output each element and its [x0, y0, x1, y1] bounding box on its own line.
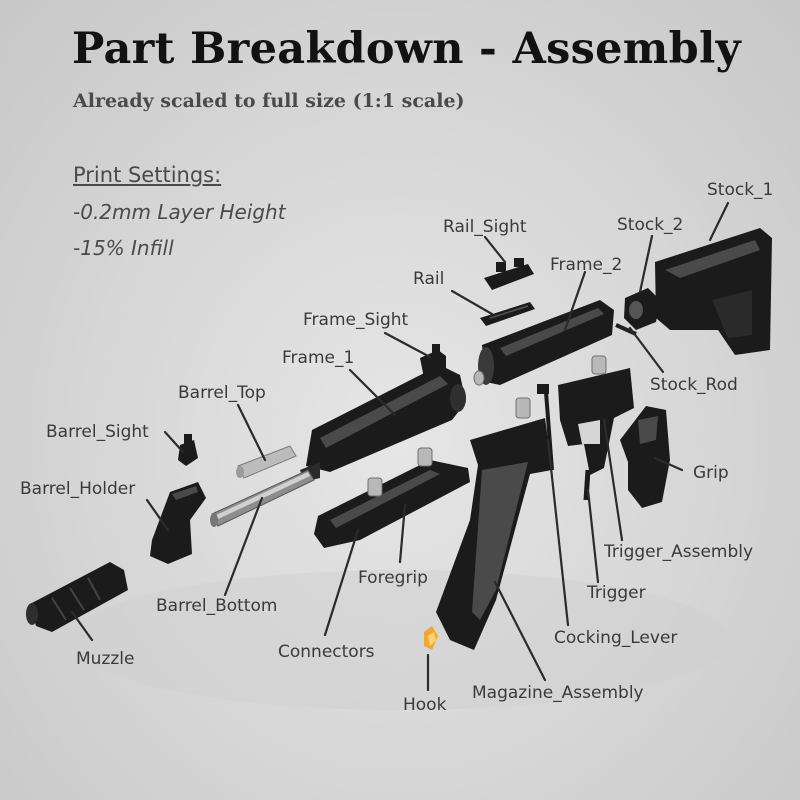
leader-frame-sight	[383, 331, 432, 359]
label-foregrip: Foregrip	[358, 568, 428, 588]
muzzle-part	[26, 562, 128, 632]
leader-barrel-top	[236, 403, 267, 462]
label-magazine-assembly: Magazine_Assembly	[472, 683, 644, 703]
label-stock-1: Stock_1	[707, 180, 773, 200]
label-frame-2: Frame_2	[550, 255, 622, 275]
barrel-holder-part	[150, 482, 206, 564]
leader-rail	[450, 289, 494, 316]
label-connectors: Connectors	[278, 642, 375, 662]
label-trigger-assembly: Trigger_Assembly	[603, 542, 753, 562]
barrel-sight-part	[178, 434, 198, 466]
leader-cocking-lever	[546, 438, 570, 627]
foregrip-part	[314, 447, 470, 548]
leader-frame-1	[348, 368, 397, 417]
print-settings-heading: Print Settings:	[73, 163, 222, 187]
cocking-lever-part	[537, 384, 554, 471]
label-muzzle: Muzzle	[76, 649, 134, 669]
label-barrel-bottom: Barrel_Bottom	[156, 596, 277, 616]
label-frame-1: Frame_1	[282, 348, 354, 368]
label-trigger: Trigger	[586, 583, 646, 603]
leader-stock-rod	[628, 326, 665, 374]
trigger-assembly-part	[558, 355, 634, 475]
leader-magazine-assembly	[493, 580, 547, 682]
hook-part	[424, 626, 438, 650]
setting-layer-height: -0.2mm Layer Height	[73, 200, 286, 224]
label-grip: Grip	[693, 463, 729, 483]
rail-sight-part	[484, 258, 534, 290]
label-hook: Hook	[403, 695, 447, 715]
barrel-top-part	[236, 445, 297, 479]
label-cocking-lever: Cocking_Lever	[554, 628, 677, 648]
leader-trigger	[586, 488, 600, 584]
trigger-part	[583, 469, 591, 501]
leader-stock-1	[708, 201, 730, 242]
label-rail: Rail	[413, 269, 444, 289]
frame-2-part	[473, 300, 614, 386]
leader-stock-2	[638, 234, 654, 294]
leader-barrel-holder	[145, 498, 170, 532]
page-title: Part Breakdown - Assembly	[72, 24, 741, 74]
label-frame-sight: Frame_Sight	[303, 310, 409, 330]
grip-part	[620, 406, 670, 508]
label-barrel-sight: Barrel_Sight	[46, 422, 149, 442]
label-stock-rod: Stock_Rod	[650, 375, 738, 395]
leader-barrel-bottom	[223, 496, 264, 597]
magazine-assembly-part	[436, 397, 552, 650]
leader-trigger-assembly	[602, 418, 624, 542]
label-barrel-holder: Barrel_Holder	[20, 479, 135, 499]
label-barrel-top: Barrel_Top	[178, 383, 266, 403]
label-stock-2: Stock_2	[617, 215, 683, 235]
leader-rail-sight	[483, 235, 507, 264]
rail-part	[480, 302, 535, 326]
label-rail-sight: Rail_Sight	[443, 217, 527, 237]
leader-grip	[653, 456, 684, 472]
leader-connectors	[323, 528, 360, 637]
page-subtitle: Already scaled to full size (1:1 scale)	[73, 90, 465, 112]
leader-muzzle	[70, 610, 94, 642]
stock-2-part	[624, 288, 660, 330]
leader-frame-2	[563, 270, 587, 332]
setting-infill: -15% Infill	[73, 236, 174, 260]
leader-foregrip	[398, 503, 407, 564]
leader-barrel-sight	[163, 430, 185, 454]
stock-1-part	[655, 228, 772, 355]
